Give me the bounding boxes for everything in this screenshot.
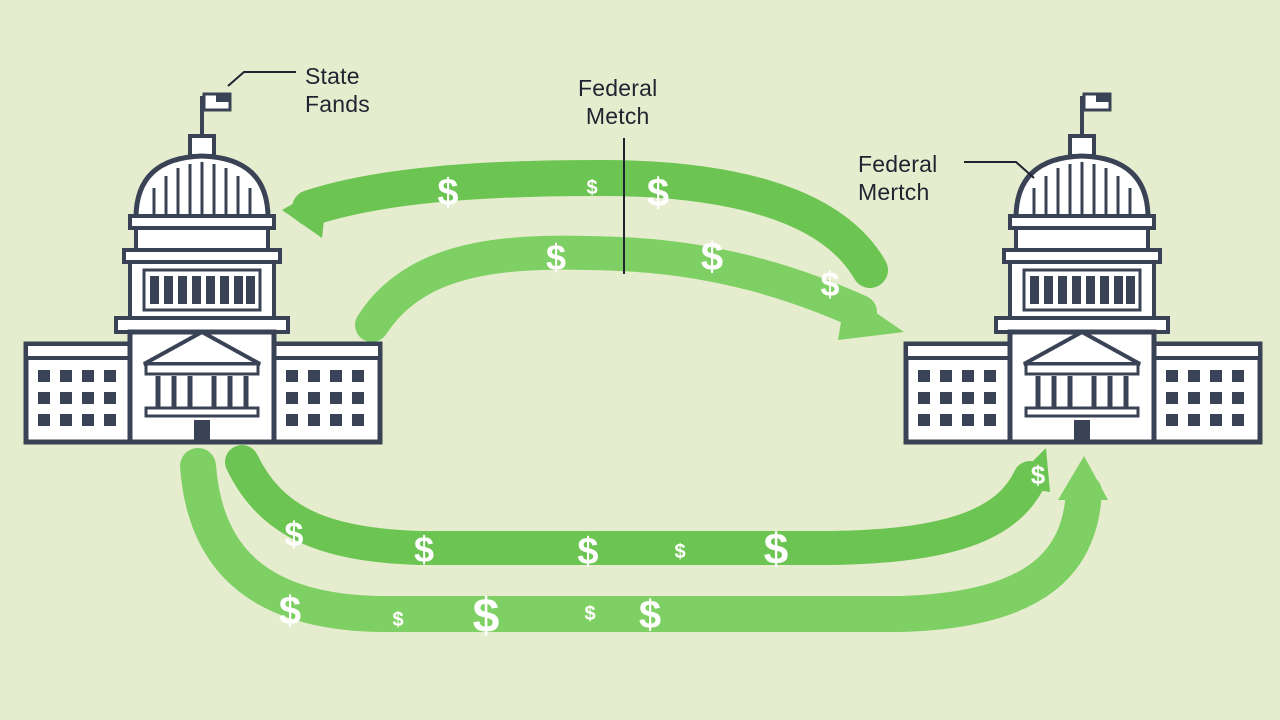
flow-arrow-lower-rightward [225, 445, 1050, 565]
dollar-icon: $ [285, 516, 304, 554]
dollar-icon: $ [821, 266, 840, 304]
state-funds-label-line-2: Fands [305, 91, 370, 117]
dollar-icon: $ [647, 171, 669, 215]
state-funds-leader-line [227, 71, 296, 87]
dollar-icon: $ [764, 525, 788, 574]
dollar-icon: $ [1031, 460, 1046, 490]
federal-match-top-label-line-1: Federal [578, 75, 658, 101]
federal-match-right-label-line-1: Federal [858, 151, 938, 177]
right-capitol-building-icon [906, 94, 1260, 442]
flow-arrow-bottom-rightward [180, 448, 1108, 632]
dollar-icon: $ [584, 603, 595, 625]
dollar-icon: $ [674, 541, 685, 563]
dollar-icon: $ [586, 177, 597, 199]
dollar-icon: $ [414, 529, 434, 570]
state-funds-label-line-1: State [305, 63, 360, 89]
dollar-icon: $ [577, 531, 598, 573]
federal-match-right-leader-line [964, 161, 1035, 179]
flow-arrow-second-rightward [355, 235, 904, 342]
federal-match-top-label: Federal Metch [578, 74, 657, 130]
flow-arrow-top-leftward [282, 159, 888, 288]
dollar-icon: $ [546, 237, 566, 278]
dollar-icon: $ [437, 172, 458, 214]
federal-match-right-label: Federal Mertch [858, 150, 937, 206]
dollar-icon: $ [392, 609, 403, 631]
federal-match-right-label-line-2: Mertch [858, 179, 930, 205]
dollar-icon: $ [279, 589, 301, 633]
dollar-icon: $ [473, 590, 500, 643]
left-capitol-building-icon [26, 94, 380, 442]
dollar-icon: $ [701, 235, 723, 279]
federal-match-top-label-line-2: Metch [585, 103, 650, 129]
dollar-symbols: $ $ $ $ $ $ $ $ $ $ $ $ $ $ $ $ $ [279, 171, 1046, 643]
state-funds-label: State Fands [305, 62, 370, 118]
dollar-icon: $ [639, 593, 661, 637]
